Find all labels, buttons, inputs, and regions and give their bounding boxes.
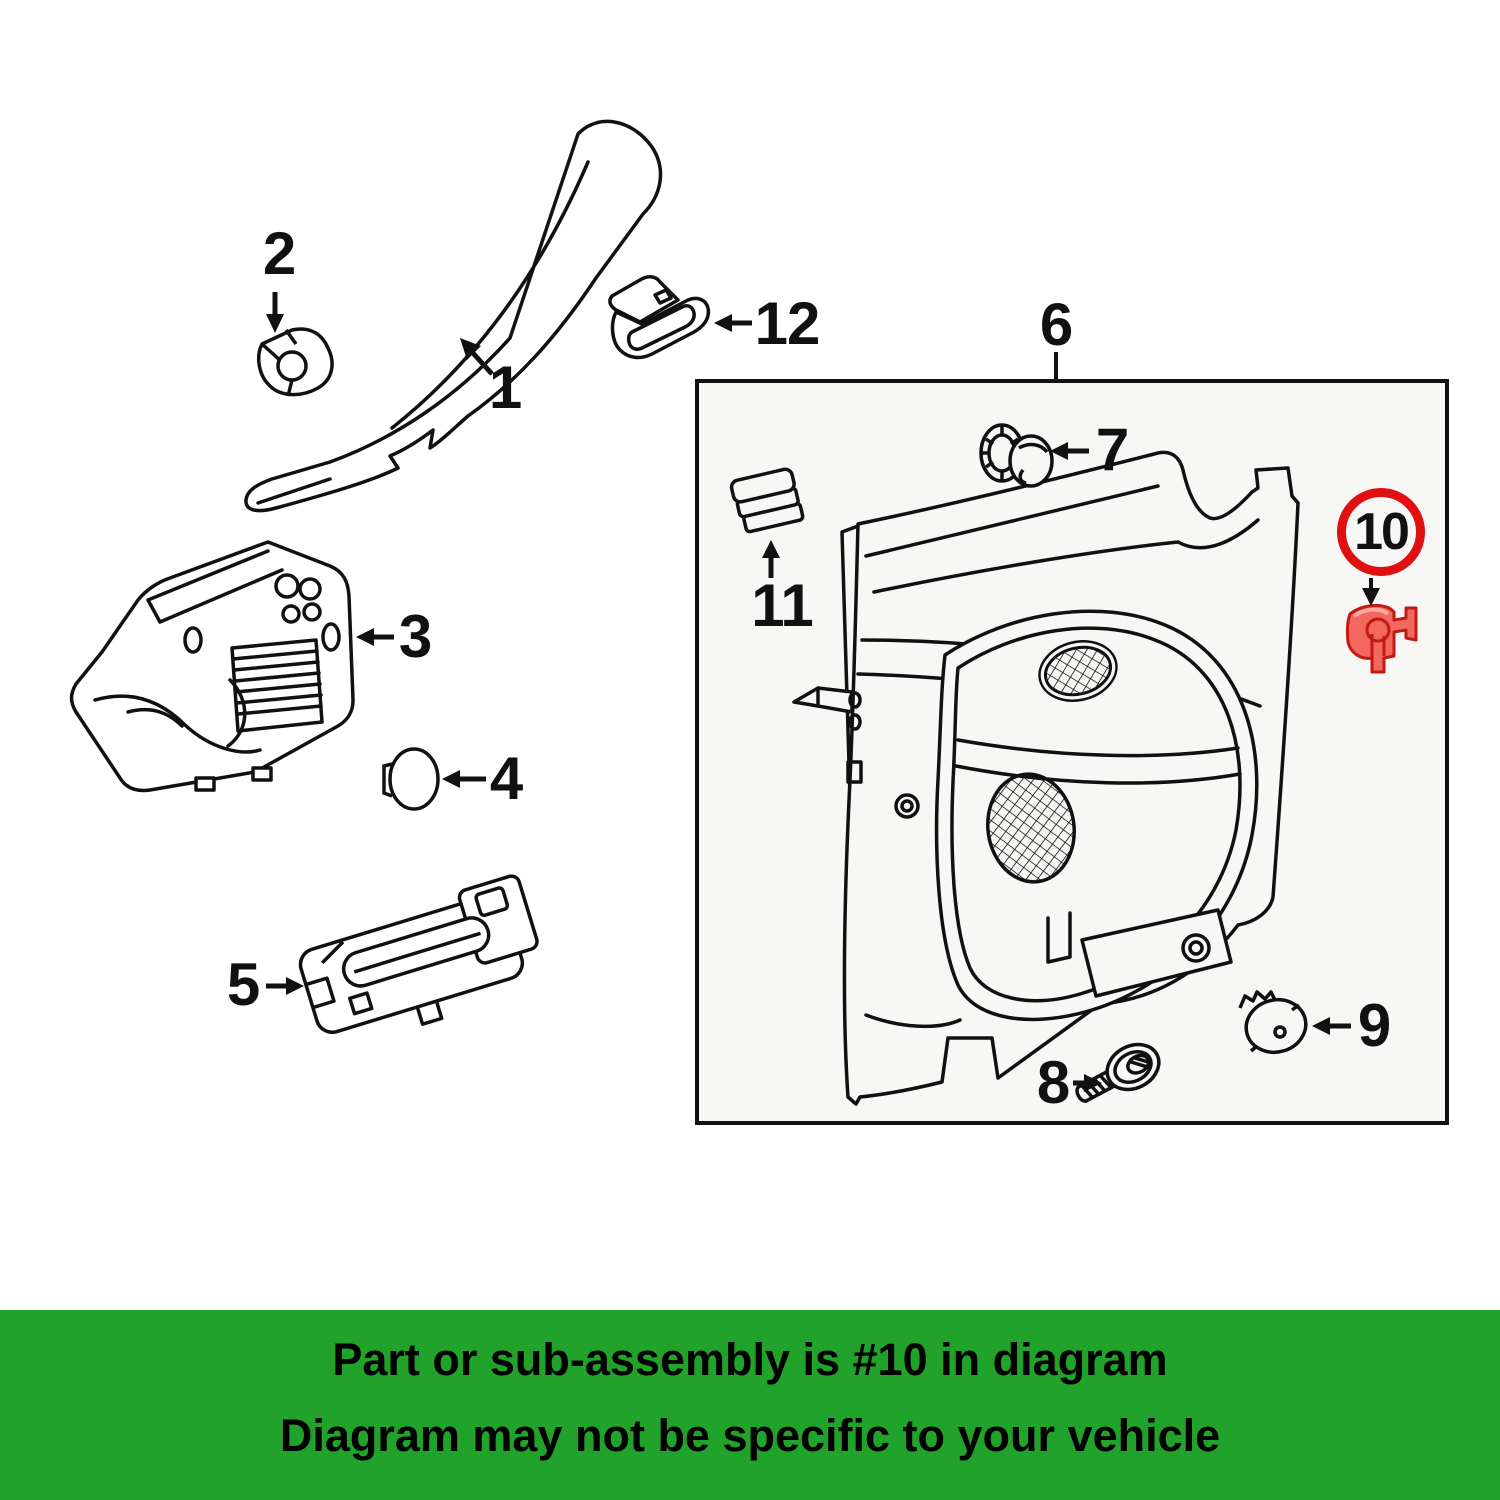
part-3-trim-vent-assembly <box>69 540 355 793</box>
callout-11: 11 <box>751 572 813 639</box>
callout-9: 9 <box>1357 992 1391 1059</box>
callout-4: 4 <box>489 745 523 812</box>
part-9-retainer <box>1238 990 1308 1055</box>
callout-6: 6 <box>1039 291 1073 358</box>
part-8-screw <box>1075 1042 1161 1104</box>
part-7-push-pin <box>979 423 1054 488</box>
callout-1: 1 <box>488 354 522 421</box>
part-4-cap <box>382 747 440 811</box>
part-5-latch-assembly <box>298 874 539 1035</box>
callout-arrows <box>266 292 1380 1092</box>
callout-2: 2 <box>262 220 296 287</box>
banner-line-2: Diagram may not be specific to your vehi… <box>279 1410 1221 1461</box>
part-1-pillar-trim <box>244 119 663 513</box>
banner-line-1: Part or sub-assembly is #10 in diagram <box>332 1334 1168 1385</box>
callout-12: 12 <box>754 290 821 357</box>
callout-8: 8 <box>1036 1049 1070 1116</box>
part-2-clip <box>256 327 334 397</box>
part-11-clip <box>729 467 805 534</box>
diagram-line-art <box>69 119 1449 1125</box>
part-10-highlighted-clip <box>1345 604 1418 674</box>
callout-5: 5 <box>226 951 260 1018</box>
highlight-ring-callout-10: 10 <box>1337 488 1425 576</box>
callout-3: 3 <box>398 603 432 670</box>
callout-10: 10 <box>1354 503 1410 561</box>
callout-7: 7 <box>1095 416 1129 483</box>
bottom-banner: Part or sub-assembly is #10 in diagram D… <box>0 1310 1500 1500</box>
part-12-clip <box>608 275 711 360</box>
part-6-quarter-trim-panel <box>792 450 1300 1106</box>
large-speaker-grille <box>986 772 1076 884</box>
small-speaker-grille <box>1044 645 1112 697</box>
